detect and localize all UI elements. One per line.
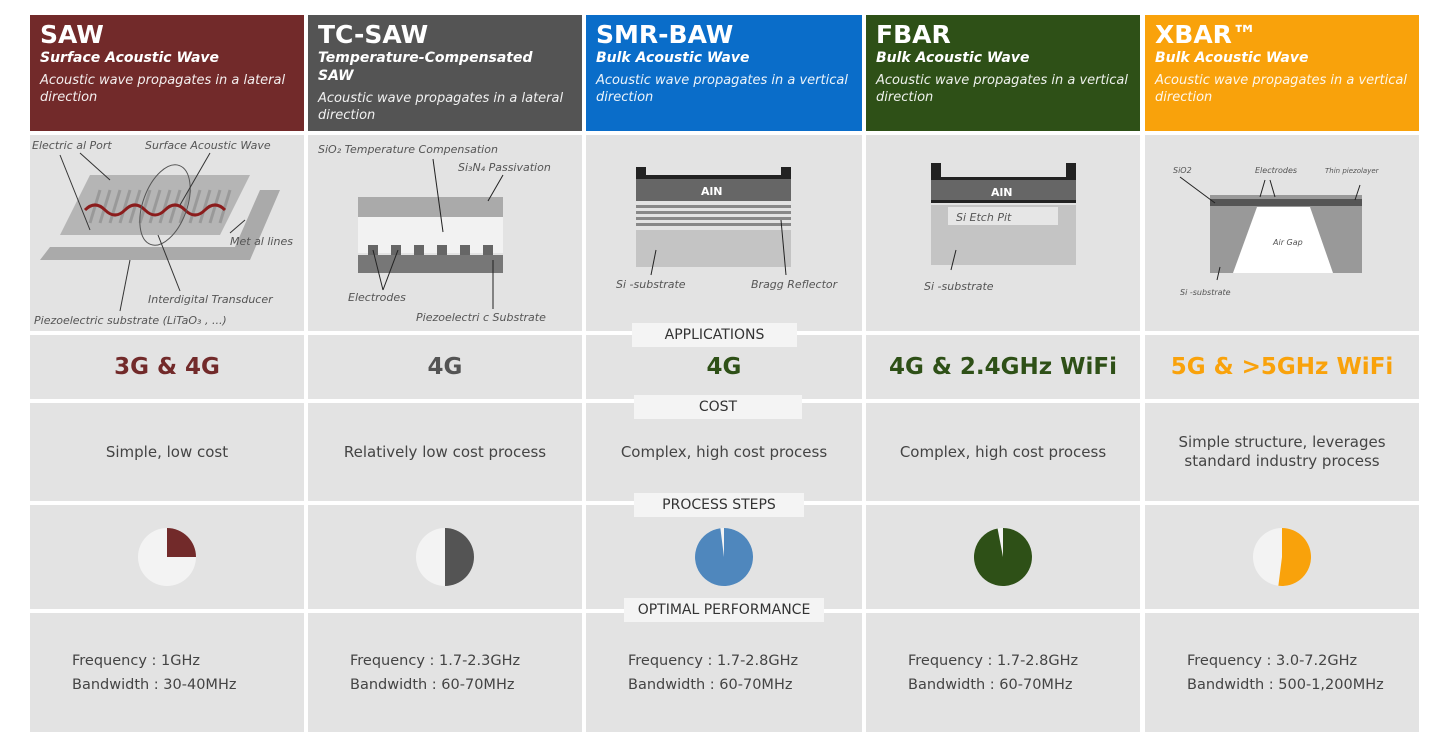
column-header: SAW Surface Acoustic Wave Acoustic wave …	[30, 15, 304, 131]
structure-diagram: Electric al Port Surface Acoustic Wave M…	[30, 135, 304, 331]
diagram-label: AlN	[991, 186, 1013, 199]
applications-value: 5G & >5GHz WiFi	[1145, 335, 1419, 399]
performance-cell: Frequency : 1.7-2.3GHz Bandwidth : 60-70…	[308, 613, 582, 732]
tech-title: SAW	[40, 20, 104, 49]
diagram-label: Met al lines	[230, 235, 293, 248]
pie-slice	[973, 528, 1032, 586]
cost-value: Relatively low cost process	[308, 403, 582, 501]
bandwidth: Bandwidth : 60-70MHz	[628, 677, 793, 693]
frequency: Frequency : 1GHz	[72, 653, 200, 669]
performance-cell: Frequency : 3.0-7.2GHz Bandwidth : 500-1…	[1145, 613, 1419, 732]
diagram-label: Si -substrate	[924, 280, 994, 293]
diagram-label: Electrodes	[1255, 166, 1297, 175]
column-saw: SAW Surface Acoustic Wave Acoustic wave …	[30, 15, 304, 732]
cost-value: Simple, low cost	[30, 403, 304, 501]
process-steps-pie	[695, 528, 754, 586]
tech-description: Acoustic wave propagates in a vertical d…	[596, 73, 848, 105]
label-process-steps: PROCESS STEPS	[634, 493, 804, 517]
pie-slice	[1278, 528, 1312, 586]
bandwidth: Bandwidth : 500-1,200MHz	[1187, 677, 1384, 693]
pie-slice	[695, 528, 754, 586]
column-header: TC-SAW Temperature-Compensated SAW Acous…	[308, 15, 582, 131]
tech-subtitle: Bulk Acoustic Wave	[596, 50, 750, 66]
diagram-label: Piezoelectri c Substrate	[416, 311, 546, 324]
label-optimal-performance: OPTIMAL PERFORMANCE	[624, 598, 824, 622]
structure-diagram: SiO₂ Temperature Compensation Si₃N₄ Pass…	[308, 135, 582, 331]
process-steps-cell	[586, 505, 862, 609]
diagram-label: Bragg Reflector	[751, 278, 839, 291]
diagram-label: SiO₂ Temperature Compensation	[318, 143, 498, 156]
tech-description: Acoustic wave propagates in a lateral di…	[318, 91, 564, 123]
column-fbar: FBAR Bulk Acoustic Wave Acoustic wave pr…	[866, 15, 1140, 732]
process-steps-pie	[416, 528, 474, 586]
diagram-label: Interdigital Transducer	[148, 293, 274, 306]
process-steps-cell	[866, 505, 1140, 609]
diagram-label: Air Gap	[1272, 238, 1303, 247]
cost-value: Simple structure, leverages standard ind…	[1145, 403, 1419, 501]
performance-cell: Frequency : 1.7-2.8GHz Bandwidth : 60-70…	[866, 613, 1140, 732]
tech-subtitle: Surface Acoustic Wave	[40, 50, 220, 66]
bandwidth: Bandwidth : 30-40MHz	[72, 677, 237, 693]
tech-subtitle: Temperature-Compensated SAW	[318, 50, 533, 84]
diagram-label: Electric al Port	[32, 139, 112, 152]
diagram-label: SiO2	[1173, 166, 1192, 175]
performance-cell: Frequency : 1.7-2.8GHz Bandwidth : 60-70…	[586, 613, 862, 732]
column-header: XBAR™ Bulk Acoustic Wave Acoustic wave p…	[1145, 15, 1419, 131]
performance-cell: Frequency : 1GHz Bandwidth : 30-40MHz	[30, 613, 304, 732]
pie-slice	[445, 528, 474, 586]
tech-description: Acoustic wave propagates in a lateral di…	[40, 73, 286, 105]
tech-title: SMR-BAW	[596, 20, 734, 49]
label-cost: COST	[634, 395, 802, 419]
structure-diagram: AlN Bragg Reflector Si -substrate	[586, 135, 862, 331]
structure-diagram: SiO2 Electrodes Thin piezolayer Air Gap …	[1145, 135, 1419, 331]
tech-description: Acoustic wave propagates in a vertical d…	[876, 73, 1128, 105]
column-tc-saw: TC-SAW Temperature-Compensated SAW Acous…	[308, 15, 582, 732]
tech-title: XBAR™	[1155, 20, 1257, 49]
diagram-label: Electrodes	[348, 291, 406, 304]
pie-slice	[167, 528, 196, 557]
applications-value: 3G & 4G	[30, 335, 304, 399]
cost-value: Complex, high cost process	[866, 403, 1140, 501]
process-steps-pie	[973, 528, 1032, 586]
frequency: Frequency : 1.7-2.8GHz	[628, 653, 799, 669]
tech-title: TC-SAW	[318, 20, 429, 49]
bandwidth: Bandwidth : 60-70MHz	[908, 677, 1073, 693]
diagram-label: Si -substrate	[1180, 288, 1231, 297]
diagram-label: Si -substrate	[616, 278, 686, 291]
diagram-label: Piezoelectric substrate (LiTaO₃ , ...)	[34, 314, 227, 327]
diagram-label: Si₃N₄ Passivation	[458, 161, 551, 174]
diagram-label: AlN	[701, 185, 723, 198]
column-smr-baw: SMR-BAW Bulk Acoustic Wave Acoustic wave…	[586, 15, 862, 732]
label-applications: APPLICATIONS	[632, 323, 797, 347]
frequency: Frequency : 1.7-2.3GHz	[350, 653, 521, 669]
process-steps-cell	[308, 505, 582, 609]
diagram-label: Thin piezolayer	[1325, 167, 1380, 175]
tech-description: Acoustic wave propagates in a vertical d…	[1155, 73, 1407, 105]
process-steps-pie	[1253, 528, 1312, 586]
structure-diagram: AlN Si Etch Pit Si -substrate	[866, 135, 1140, 331]
column-header: FBAR Bulk Acoustic Wave Acoustic wave pr…	[866, 15, 1140, 131]
tech-subtitle: Bulk Acoustic Wave	[1155, 50, 1309, 66]
tech-subtitle: Bulk Acoustic Wave	[876, 50, 1030, 66]
process-steps-pie	[138, 528, 196, 586]
cost-value: Complex, high cost process	[586, 403, 862, 501]
frequency: Frequency : 1.7-2.8GHz	[908, 653, 1079, 669]
diagram-label: Surface Acoustic Wave	[145, 139, 271, 152]
column-xbar: XBAR™ Bulk Acoustic Wave Acoustic wave p…	[1145, 15, 1419, 732]
applications-value: 4G & 2.4GHz WiFi	[866, 335, 1140, 399]
frequency: Frequency : 3.0-7.2GHz	[1187, 653, 1358, 669]
bandwidth: Bandwidth : 60-70MHz	[350, 677, 515, 693]
applications-value: 4G	[308, 335, 582, 399]
column-header: SMR-BAW Bulk Acoustic Wave Acoustic wave…	[586, 15, 862, 131]
process-steps-cell	[30, 505, 304, 609]
process-steps-cell	[1145, 505, 1419, 609]
tech-title: FBAR	[876, 20, 951, 49]
diagram-label: Si Etch Pit	[956, 211, 1012, 224]
